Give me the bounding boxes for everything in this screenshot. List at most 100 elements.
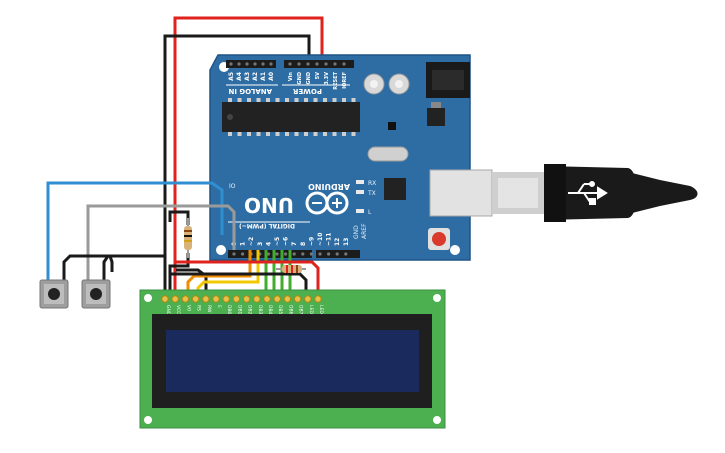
digital-pin-socket[interactable] bbox=[241, 252, 245, 256]
lcd-pin[interactable] bbox=[161, 295, 169, 303]
chip-pin bbox=[266, 98, 270, 102]
lcd-pin[interactable] bbox=[304, 295, 312, 303]
resistor-pullup[interactable] bbox=[184, 218, 192, 258]
digital-pin-label: 13 bbox=[343, 238, 350, 246]
analog-pin-socket[interactable] bbox=[245, 62, 249, 66]
chip-pin bbox=[237, 98, 242, 102]
lcd-pin[interactable] bbox=[212, 295, 220, 303]
chip-pin bbox=[294, 132, 299, 136]
digital-pin-label: 3 bbox=[257, 242, 264, 246]
black-resistor-wire[interactable] bbox=[168, 210, 190, 225]
digital-pin-socket[interactable] bbox=[344, 252, 348, 256]
lcd-pin-label: V0 bbox=[185, 305, 191, 311]
blue-button-wire[interactable] bbox=[46, 181, 224, 280]
analog-pin-socket[interactable] bbox=[237, 62, 241, 66]
analog-pin-label: A1 bbox=[260, 72, 267, 81]
l-led bbox=[356, 209, 364, 213]
arduino-logo-icon bbox=[305, 191, 349, 215]
power-pin-socket[interactable] bbox=[315, 62, 319, 66]
digital-pin-label: 12 bbox=[334, 238, 341, 246]
chip-pin bbox=[313, 98, 318, 102]
chip-pin bbox=[266, 132, 270, 136]
lcd-pin[interactable] bbox=[242, 295, 251, 303]
pushbutton-2[interactable] bbox=[81, 279, 111, 309]
lcd-pin[interactable] bbox=[273, 295, 281, 303]
orange-wire[interactable] bbox=[186, 250, 252, 300]
lcd-pin[interactable] bbox=[263, 295, 271, 303]
usb-port bbox=[429, 169, 493, 217]
mounting-hole bbox=[144, 416, 152, 424]
mounting-hole bbox=[450, 245, 460, 255]
digital-pin-label: ~9 bbox=[308, 237, 315, 246]
chip-pin bbox=[351, 98, 356, 102]
wires-back bbox=[163, 16, 324, 300]
digital-pin-socket[interactable] bbox=[327, 252, 331, 256]
uno-model-text: UNO bbox=[244, 193, 294, 217]
lcd-pin-label: GND bbox=[165, 305, 171, 316]
power-pin-label: GND bbox=[306, 72, 312, 84]
chip-pin bbox=[304, 98, 308, 102]
lcd-pin[interactable] bbox=[283, 295, 292, 303]
red-backlight-wire[interactable] bbox=[176, 260, 320, 300]
resistor-backlight[interactable] bbox=[276, 265, 306, 273]
voltage-regulator bbox=[427, 108, 445, 126]
analog-pin-socket[interactable] bbox=[269, 62, 273, 66]
digital-pin-socket[interactable] bbox=[335, 252, 339, 256]
digital-pin-socket[interactable] bbox=[232, 252, 236, 256]
digital-pwm-label: DIGITAL (PWM~) bbox=[239, 222, 295, 229]
lcd-pin[interactable] bbox=[222, 295, 230, 303]
digital-pin-socket[interactable] bbox=[318, 252, 322, 256]
lcd-pin-label: DB3 bbox=[257, 305, 263, 315]
gnd-label: GND bbox=[353, 225, 360, 239]
lcd-pin[interactable] bbox=[202, 295, 210, 303]
small-component bbox=[388, 122, 396, 130]
usb-icon bbox=[568, 181, 608, 205]
lcd-pin[interactable] bbox=[191, 295, 200, 303]
pushbutton-1[interactable] bbox=[39, 279, 69, 309]
black-ground-wire[interactable] bbox=[163, 34, 311, 300]
analog-pin-socket[interactable] bbox=[253, 62, 257, 66]
power-pin-socket[interactable] bbox=[324, 62, 328, 66]
usb-cable[interactable] bbox=[429, 164, 698, 222]
lcd-pin[interactable] bbox=[171, 295, 179, 303]
lcd-pin-label: DB2 bbox=[247, 305, 253, 315]
power-pin-socket[interactable] bbox=[333, 62, 337, 66]
lcd-pin[interactable] bbox=[314, 295, 322, 303]
digital-pin-socket[interactable] bbox=[292, 252, 296, 256]
digital-pin-socket[interactable] bbox=[284, 252, 288, 256]
usb-chip bbox=[384, 178, 406, 200]
black-button-ground-wire[interactable] bbox=[62, 254, 114, 280]
atmega-chip bbox=[222, 102, 360, 132]
analog-in-label: ANALOG IN bbox=[228, 87, 272, 95]
power-pin-socket[interactable] bbox=[297, 62, 301, 66]
lcd-pin-label: RS bbox=[196, 305, 202, 311]
arduino-brand-text: ARDUINO bbox=[308, 182, 350, 191]
power-pin-socket[interactable] bbox=[342, 62, 346, 66]
analog-pin-socket[interactable] bbox=[229, 62, 233, 66]
power-pin-socket[interactable] bbox=[306, 62, 310, 66]
power-pin-label: GND bbox=[297, 72, 303, 84]
chip-pin bbox=[342, 98, 346, 102]
digital-header-low bbox=[228, 250, 312, 258]
lcd-pin[interactable] bbox=[232, 295, 241, 303]
lcd-pin[interactable] bbox=[181, 295, 190, 303]
grey-button-wire[interactable] bbox=[86, 204, 236, 280]
black-button-ground-wire[interactable] bbox=[102, 254, 165, 280]
power-pin-socket[interactable] bbox=[288, 62, 292, 66]
chip-pin bbox=[332, 98, 337, 102]
lcd-pin[interactable] bbox=[253, 295, 261, 303]
chip-pin bbox=[256, 98, 261, 102]
digital-pin-socket[interactable] bbox=[266, 252, 270, 256]
digital-pin-socket[interactable] bbox=[275, 252, 279, 256]
digital-pin-socket[interactable] bbox=[301, 252, 305, 256]
analog-pin-socket[interactable] bbox=[261, 62, 265, 66]
lcd-pin[interactable] bbox=[293, 295, 302, 303]
lcd-pin-label: DB0 bbox=[226, 305, 232, 315]
digital-pin-socket[interactable] bbox=[309, 252, 313, 256]
red-power-wire[interactable] bbox=[173, 16, 324, 300]
black-resistor-wire[interactable] bbox=[168, 253, 190, 300]
chip-pin bbox=[342, 132, 346, 136]
